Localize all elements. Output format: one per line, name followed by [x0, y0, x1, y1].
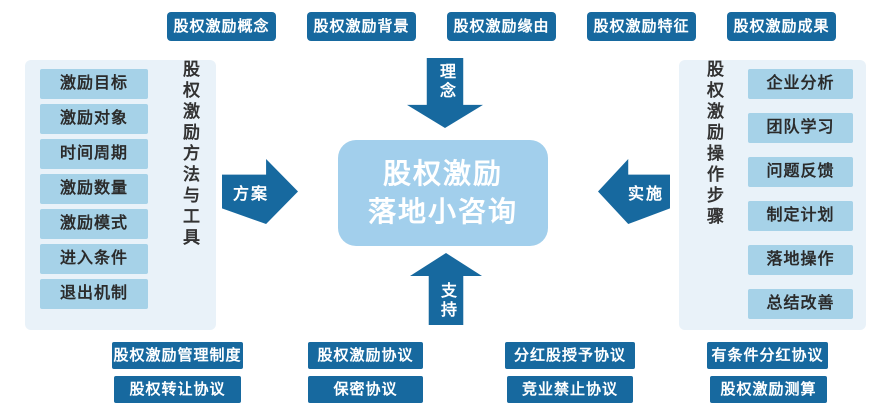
center-title-line1: 股权激励	[382, 158, 503, 189]
top-button-row: 股权激励概念 股权激励背景 股权激励缘由 股权激励特征 股权激励成果	[167, 12, 836, 41]
arrow-up-icon: 支持	[410, 253, 482, 325]
bottom-agreement-button: 股权激励管理制度	[112, 342, 243, 369]
left-panel-item: 激励目标	[40, 69, 148, 99]
left-panel-item: 激励对象	[40, 104, 148, 134]
top-topic-button: 股权激励缘由	[447, 12, 556, 41]
bottom-agreement-button: 保密协议	[308, 376, 423, 403]
arrow-bottom-label: 支持	[438, 282, 455, 320]
arrow-right-icon: 方案	[222, 159, 298, 224]
right-panel: 股权激励操作步骤 企业分析团队学习问题反馈制定计划落地操作总结改善	[679, 60, 866, 330]
right-panel-item: 制定计划	[748, 201, 853, 231]
left-panel-vertical-label: 股权激励方法与工具	[180, 60, 199, 249]
bottom-agreement-button: 竞业禁止协议	[507, 376, 633, 403]
bottom-agreement-button: 股权转让协议	[114, 376, 241, 403]
right-panel-item: 问题反馈	[748, 157, 853, 187]
left-panel-items: 激励目标激励对象时间周期激励数量激励模式进入条件退出机制	[40, 69, 148, 314]
right-panel-item: 总结改善	[748, 289, 853, 319]
arrow-top-label: 理念	[437, 63, 454, 101]
left-panel-item: 激励数量	[40, 174, 148, 204]
left-panel-item: 时间周期	[40, 139, 148, 169]
right-panel-item: 企业分析	[748, 69, 853, 99]
top-topic-button: 股权激励成果	[727, 12, 836, 41]
bottom-agreement-button: 股权激励测算	[710, 376, 827, 403]
right-panel-item: 落地操作	[748, 245, 853, 275]
center-title-box: 股权激励 落地小咨询	[338, 140, 548, 246]
arrow-left-label: 方案	[233, 185, 270, 203]
arrow-right-label: 实施	[627, 185, 664, 203]
arrow-left-icon: 实施	[598, 159, 670, 224]
top-topic-button: 股权激励特征	[587, 12, 696, 41]
left-panel-item: 进入条件	[40, 244, 148, 274]
bottom-agreement-button: 分红股授予协议	[505, 342, 635, 369]
left-panel-item: 激励模式	[40, 209, 148, 239]
top-topic-button: 股权激励背景	[307, 12, 416, 41]
right-panel-item: 团队学习	[748, 113, 853, 143]
center-title-line2: 落地小咨询	[367, 196, 518, 227]
right-panel-vertical-label: 股权激励操作步骤	[704, 60, 723, 228]
right-panel-items: 企业分析团队学习问题反馈制定计划落地操作总结改善	[748, 69, 853, 333]
bottom-agreement-button: 有条件分红协议	[707, 342, 828, 369]
bottom-agreement-button: 股权激励协议	[308, 342, 423, 369]
left-panel: 激励目标激励对象时间周期激励数量激励模式进入条件退出机制 股权激励方法与工具	[25, 60, 216, 330]
top-topic-button: 股权激励概念	[167, 12, 276, 41]
arrow-down-icon: 理念	[407, 58, 483, 128]
left-panel-item: 退出机制	[40, 279, 148, 309]
